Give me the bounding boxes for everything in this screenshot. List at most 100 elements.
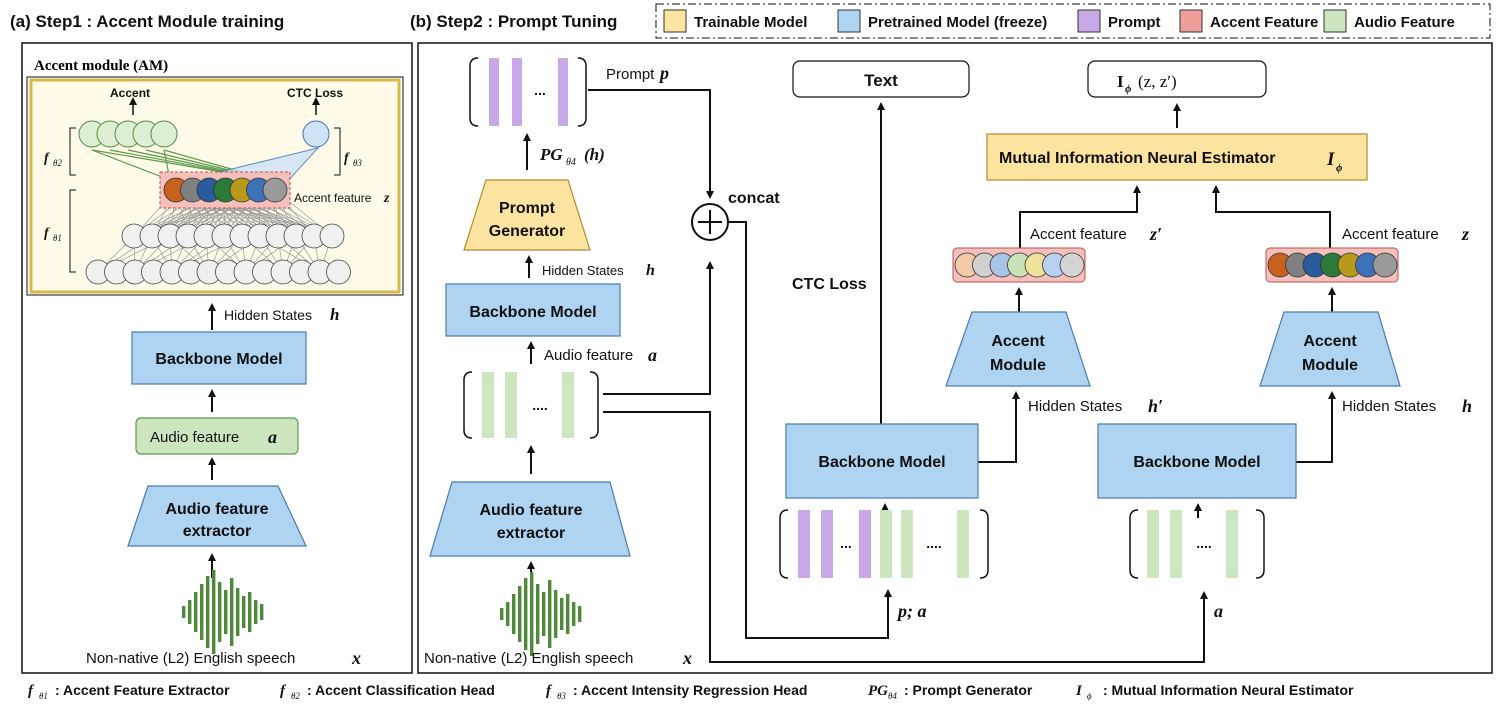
- a-backbone-box: [131, 331, 307, 385]
- accent-feature-left-var: z′: [1149, 224, 1162, 244]
- prompt-generator-shape: [463, 179, 591, 251]
- a-extractor-shape: [127, 485, 307, 547]
- mine-output-label: I: [1117, 72, 1124, 91]
- prompt-var: p: [658, 63, 669, 83]
- f-theta1-sub: θ1: [53, 233, 62, 243]
- mine-var-sub: ϕ: [1336, 162, 1343, 174]
- a-hidden-states-label: Hidden States: [224, 307, 312, 323]
- pg-label: PG: [539, 145, 563, 164]
- hidden-states-right-label: Hidden States: [1342, 398, 1436, 415]
- accent-feature-right-label: Accent feature: [1342, 226, 1439, 243]
- input-left-var: p; a: [896, 601, 927, 621]
- am-title: Accent module (AM): [34, 58, 168, 74]
- hidden-states-left-label: Hidden States: [1028, 398, 1122, 415]
- footnote-symbol: I: [1075, 683, 1083, 699]
- a-audio-feature-var: a: [268, 427, 277, 447]
- ctc-loss-label: CTC Loss: [792, 276, 867, 293]
- mine-output-args: (z, z′): [1138, 72, 1177, 91]
- accent-module-left-line2: Module: [990, 357, 1046, 374]
- am-accent-head-node: [150, 120, 178, 148]
- legend-label: Trainable Model: [694, 14, 807, 31]
- mine-label: Mutual Information Neural Estimator: [999, 150, 1275, 167]
- am-accent-label: Accent: [110, 86, 150, 100]
- legend-label: Prompt: [1108, 14, 1161, 31]
- am-ctc-label: CTC Loss: [287, 86, 343, 100]
- footnote-subscript: θ3: [557, 691, 566, 701]
- legend-label: Pretrained Model (freeze): [868, 14, 1047, 31]
- footnote-text: : Accent Intensity Regression Head: [573, 682, 807, 698]
- am-network: [78, 120, 351, 285]
- input-right-dots: ....: [1196, 535, 1212, 551]
- am-mid-node: [319, 223, 345, 249]
- footnote-text: : Prompt Generator: [904, 682, 1033, 698]
- legend-swatch: [837, 9, 861, 33]
- a-waveform-icon: [182, 570, 264, 654]
- pg-sub: θ4: [566, 157, 576, 168]
- hidden-states-left-var: h′: [1148, 396, 1163, 416]
- concat-label: concat: [728, 190, 780, 207]
- footnote-symbol: f: [546, 683, 553, 699]
- accent-module-right-line2: Module: [1302, 357, 1358, 374]
- prompt-gen-line1: Prompt: [499, 200, 556, 217]
- footnote-symbol: f: [280, 683, 287, 699]
- accent-feature-left-label: Accent feature: [1030, 226, 1127, 243]
- a-extractor-line1: Audio feature: [165, 501, 268, 518]
- am-outer-frame: [26, 76, 404, 296]
- am-ctc-head-node: [302, 120, 330, 148]
- input-left-audio-dots: ....: [926, 535, 942, 551]
- a-backbone-label: Backbone Model: [155, 351, 282, 368]
- b-hidden-states-var: h: [646, 262, 655, 279]
- footnote-symbol: f: [28, 683, 35, 699]
- legend-swatch: [663, 9, 687, 33]
- b-audio-feature-var: a: [648, 345, 657, 365]
- pg-arg: (h): [584, 145, 605, 164]
- panel-b-title: (b) Step2 : Prompt Tuning: [410, 12, 617, 31]
- am-accent-feature-label: Accent feature: [294, 191, 372, 205]
- prompt-label: Prompt: [606, 66, 655, 83]
- accent-module-right-shape: [1259, 311, 1401, 387]
- legend-frame: [655, 3, 1491, 39]
- b-audio-feature-label: Audio feature: [544, 347, 633, 364]
- b-backbone-box: [445, 283, 621, 337]
- f-theta2-sub: θ2: [53, 158, 62, 168]
- backbone-left-label: Backbone Model: [818, 454, 945, 471]
- a-audio-feature-label: Audio feature: [150, 429, 239, 446]
- text-output-label: Text: [864, 71, 898, 90]
- backbone-left-box: [785, 423, 979, 499]
- b-audio-vector: ....: [463, 371, 599, 439]
- footnote-subscript: θ2: [291, 691, 300, 701]
- footnote-symbol: PG: [868, 683, 888, 699]
- f-theta2-label: f: [44, 151, 50, 166]
- input-left-prompt-dots: ...: [840, 535, 852, 551]
- b-extractor-shape: [429, 481, 631, 557]
- hidden-states-right-var: h: [1462, 396, 1472, 416]
- a-extractor-line2: extractor: [183, 523, 251, 540]
- am-accent-feature-node: [262, 177, 288, 203]
- input-right-var: a: [1214, 601, 1223, 621]
- footnote-text: : Mutual Information Neural Estimator: [1103, 682, 1354, 698]
- b-extractor-line1: Audio feature: [479, 502, 582, 519]
- accent-module-left-shape: [945, 311, 1091, 387]
- b-speech-var: x: [682, 648, 692, 668]
- panel-a-frame: [21, 42, 413, 674]
- f-theta1-label: f: [44, 226, 50, 241]
- panel-b-frame: [417, 42, 1493, 674]
- footnote-subscript: θ4: [888, 691, 897, 701]
- prompt-vector: ...: [469, 57, 587, 127]
- panel-a-title: (a) Step1 : Accent Module training: [10, 12, 284, 31]
- legend-swatch: [1323, 9, 1347, 33]
- b-extractor-line2: extractor: [497, 525, 565, 542]
- accent-feature-right-node: [1372, 252, 1398, 278]
- b-speech-label: Non-native (L2) English speech: [424, 650, 633, 667]
- footnote-subscript: ϕ: [1087, 691, 1092, 701]
- input-right-vector: ....: [1129, 509, 1265, 579]
- b-hidden-states-label: Hidden States: [542, 263, 624, 278]
- backbone-right-box: [1097, 423, 1297, 499]
- b-backbone-label: Backbone Model: [469, 304, 596, 321]
- legend: Trainable Model Pretrained Model (freeze)…: [663, 9, 1455, 33]
- input-left-vector: ... ....: [779, 509, 989, 579]
- f-theta3-sub: θ3: [353, 158, 362, 168]
- prompt-dots: ...: [534, 82, 546, 98]
